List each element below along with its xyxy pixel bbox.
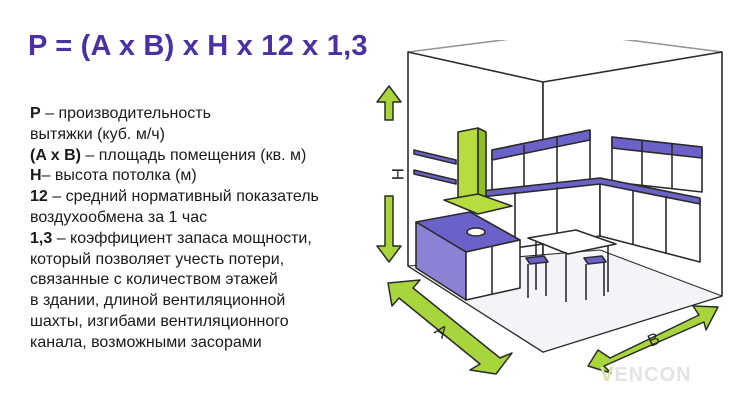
- width-arrow-a: [387, 279, 513, 375]
- legend-ab: (A x B) – площадь помещения (кв. м): [30, 146, 370, 167]
- legend-k: 1,3 – коэффициент запаса мощности,: [30, 229, 370, 250]
- legend-k-cont-5: канала, возможными засорами: [30, 333, 262, 351]
- legend-k-cont-2: связанные с количеством этажей: [30, 271, 278, 289]
- legend-p-cont: вытяжки (куб. м/ч): [30, 125, 165, 143]
- width-arrow-b: [587, 305, 719, 374]
- legend-h: H– высота потолка (м): [30, 166, 370, 187]
- legend-12-symbol: 12: [30, 188, 48, 206]
- legend-k-text: – коэффициент запаса мощности,: [52, 229, 312, 247]
- legend-p-text: – производительность: [40, 105, 211, 122]
- legend-p: P – производительность: [30, 104, 370, 125]
- vencon-logo: VENCON: [600, 364, 692, 387]
- formula-title: P = (A x B) x H x 12 x 1,3: [28, 30, 368, 62]
- legend-h-symbol: H: [30, 167, 42, 185]
- kitchen-room-illustration: H A B: [376, 40, 723, 375]
- formula-legend: P – производительность вытяжки (куб. м/ч…: [30, 104, 370, 354]
- legend-ab-text: – площадь помещения (кв. м): [80, 146, 307, 164]
- height-arrow-up: [376, 85, 402, 121]
- height-arrow-down: [376, 195, 402, 263]
- legend-12-cont: воздухообмена за 1 час: [30, 208, 208, 226]
- legend-h-text: – высота потолка (м): [41, 167, 197, 185]
- label-h: H: [388, 168, 407, 180]
- legend-k-cont-3: в здании, длиной вентиляционной: [30, 292, 286, 310]
- kitchen-island: [415, 211, 521, 301]
- dining-table: [525, 229, 617, 302]
- wall-shelves: [413, 149, 457, 185]
- legend-k-cont-1: который позволяет учесть потери,: [30, 250, 285, 268]
- legend-12: 12 – средний нормативный показатель: [30, 187, 370, 208]
- legend-p-symbol: P: [30, 105, 41, 122]
- legend-ab-symbol: (A x B): [30, 146, 81, 164]
- range-hood: [443, 127, 513, 215]
- legend-k-symbol: 1,3: [30, 229, 53, 247]
- logo-mark: V: [600, 364, 615, 386]
- logo-text: ENCON: [614, 364, 692, 386]
- upper-cabinets: [491, 129, 703, 197]
- legend-12-text: – средний нормативный показатель: [47, 188, 319, 206]
- legend-k-cont-4: шахты, изгибами вентиляционного: [30, 312, 289, 330]
